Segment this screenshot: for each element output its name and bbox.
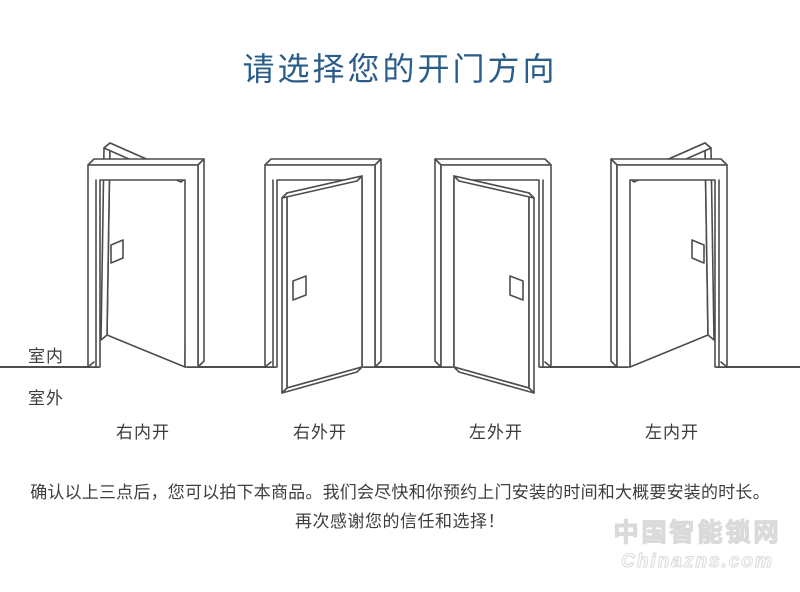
door-figure-right-inward[interactable]: [83, 135, 205, 395]
confirmation-note-line2: 再次感谢您的信任和选择！: [295, 512, 505, 531]
outdoor-label: 室外: [28, 389, 64, 408]
confirmation-note-line1: 确认以上三点后，您可以拍下本商品。我们会尽快和你预约上门安装的时间和大概要安装的…: [30, 483, 770, 502]
door-figure-left-outward[interactable]: [434, 135, 556, 395]
door-option-left-outward-label[interactable]: 左外开: [469, 423, 523, 442]
door-figure-right-outward[interactable]: [260, 135, 382, 395]
indoor-label: 室内: [28, 347, 64, 366]
indoor-outdoor-divider-line: [0, 366, 800, 368]
page-title: 请选择您的开门方向: [242, 51, 558, 87]
watermark-site-domain: Chinazns.com: [621, 551, 774, 573]
site-watermark: 中国智能锁网 Chinazns.com: [600, 513, 795, 573]
door-option-right-outward-label[interactable]: 右外开: [293, 423, 347, 442]
door-option-left-inward-label[interactable]: 左内开: [645, 423, 699, 442]
door-figure-left-inward[interactable]: [610, 135, 732, 395]
watermark-site-name: 中国智能锁网: [613, 518, 782, 547]
door-option-right-inward-label[interactable]: 右内开: [116, 423, 170, 442]
